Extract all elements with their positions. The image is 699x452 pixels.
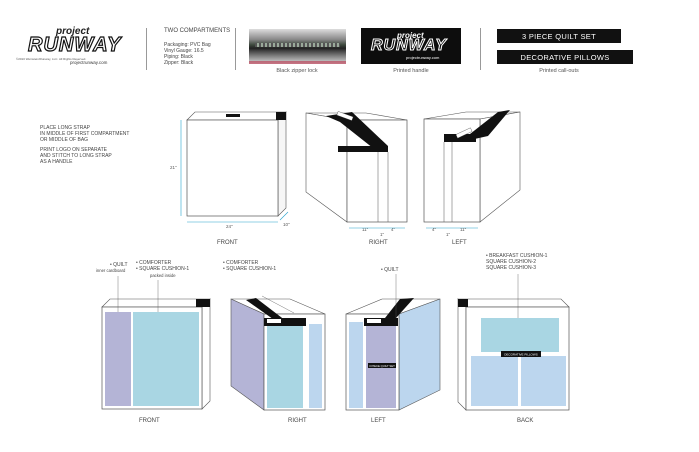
bottom-left-label: LEFT: [371, 418, 386, 424]
bottom-back-view: [457, 274, 570, 411]
top-left-view: [423, 110, 521, 223]
top-strap: [276, 112, 286, 120]
logo-url: projectrunway.com: [70, 60, 108, 65]
quilt-compartment: [105, 312, 131, 406]
handle-logo-runway: RUNWAY: [371, 37, 447, 55]
breakfast-cushion: [481, 318, 559, 352]
right-note: • COMFORTER • SQUARE CUSHION-1: [223, 260, 277, 272]
left-callout-text: 3 PIECE QUILT SET: [369, 364, 395, 368]
top-left-label: LEFT: [452, 240, 467, 246]
project-runway-logo: project RUNWAY ©2010 Weinstein/Runway, L…: [16, 26, 134, 66]
specs-title: TWO COMPARTMENTS: [164, 28, 231, 34]
header-divider: [235, 28, 236, 70]
top-right-label: RIGHT: [369, 240, 388, 246]
bottom-right-view: [230, 295, 326, 411]
dim-width: 24": [226, 224, 233, 229]
square-cushion-2: [471, 356, 518, 406]
dim-left-a: 4": [432, 227, 437, 232]
bottom-right-label: RIGHT: [288, 418, 307, 424]
top-right-view: [305, 111, 408, 223]
back-callout-text: DECORATIVE PILLOWS: [504, 352, 537, 356]
bottom-back-label: BACK: [517, 418, 533, 424]
spec-line: Piping: Black: [164, 54, 193, 60]
square-cushion-3: [521, 356, 566, 406]
callout-quilt-set: 3 PIECE QUILT SET: [497, 29, 621, 43]
handle-logo-project: project: [397, 31, 424, 40]
top-front-label: FRONT: [217, 240, 238, 246]
printed-handle: project RUNWAY projectrunway.com: [361, 28, 461, 64]
logo-project-text: project: [56, 26, 90, 37]
dim-left-c: 1": [446, 232, 451, 237]
quilt-set-callout-patch: [368, 363, 396, 368]
top-front-view: [180, 111, 289, 223]
logo-copyright: ©2010 Weinstein/Runway, LLC. All Rights …: [16, 57, 87, 61]
front-quilt-sub: inner cardboard: [96, 268, 126, 273]
pillows-callout-patch: [501, 351, 541, 357]
spec-line: Vinyl Gauge: 16.5: [164, 48, 204, 54]
handle-caption: Printed handle: [393, 68, 429, 74]
bottom-front-label: FRONT: [139, 418, 160, 424]
logo-note: PRINT LOGO ON SEPARATE AND STITCH TO LON…: [40, 147, 112, 165]
comforter-compartment: [133, 312, 199, 406]
spec-line: Zipper: Black: [164, 60, 194, 66]
callout-decorative-pillows: DECORATIVE PILLOWS: [497, 50, 633, 64]
front-comforter-sub: packed inside: [150, 273, 176, 278]
front-comforter-note: • COMFORTER • SQUARE CUSHION-1: [136, 260, 190, 272]
header-divider: [146, 28, 147, 70]
strap-note: PLACE LONG STRAP IN MIDDLE OF FIRST COMP…: [40, 125, 130, 143]
zipper-caption: Black zipper lock: [276, 68, 318, 74]
header-divider: [480, 28, 481, 70]
left-note: • QUILT: [381, 267, 399, 273]
top-logo-patch: [226, 114, 240, 117]
logo-runway-text: RUNWAY: [27, 33, 122, 56]
dim-right-c: 1": [380, 232, 385, 237]
back-note: • BREAKFAST CUSHION-1 SQUARE CUSHION-2 S…: [486, 253, 548, 271]
front-quilt-note: • QUILT: [110, 262, 128, 268]
zipper-lock-photo: [249, 29, 346, 64]
dim-depth: 10": [283, 222, 290, 227]
dim-left-b: 11": [460, 227, 467, 232]
callouts-caption: Printed call-outs: [539, 68, 579, 74]
spec-line: Packaging: PVC Bag: [164, 42, 211, 48]
dim-height: 21": [170, 165, 177, 170]
bottom-left-view: [345, 274, 441, 411]
dim-right-a: 11": [362, 227, 369, 232]
bottom-front-view: [101, 276, 211, 410]
handle-logo-url: projectrunway.com: [406, 55, 440, 60]
dim-right-b: 4": [391, 227, 396, 232]
